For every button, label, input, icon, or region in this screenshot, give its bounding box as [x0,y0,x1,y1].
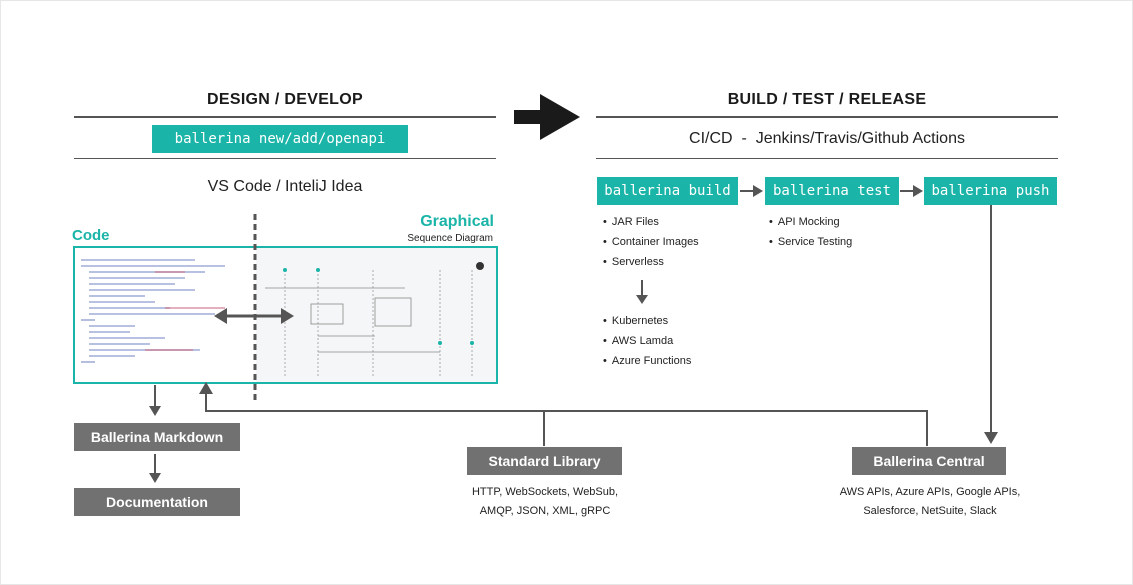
divider [74,158,496,159]
ide-label: VS Code / InteliJ Idea [207,178,363,195]
list-item: Serverless [603,252,699,272]
right-arrow [740,185,763,197]
stdlib-protocols: HTTP, WebSockets, WebSub, AMQP, JSON, XM… [471,486,619,517]
library-feedback-line [205,410,927,412]
list-item: Kubernetes [603,311,691,331]
editor-feedback-connector [205,392,207,412]
down-arrow [149,385,161,416]
down-arrow [984,432,998,444]
graphical-sub-label: Sequence Diagram [407,233,493,244]
divider [74,116,496,118]
ballerina-central-box: Ballerina Central [852,447,1006,475]
push-connector [990,205,992,437]
standard-library-box: Standard Library [467,447,622,475]
divider [596,116,1058,118]
down-arrow [149,454,161,483]
main-flow-arrow [514,94,580,140]
test-command-box: ballerina test [765,177,899,205]
build-outputs-list: JAR Files Container Images Serverless [603,212,699,272]
central-integrations: AWS APIs, Azure APIs, Google APIs, Sales… [839,486,1021,517]
graphical-label: Graphical [420,213,494,230]
dashed-separator [253,214,257,400]
push-command-box: ballerina push [924,177,1057,205]
code-label: Code [72,227,110,244]
deploy-targets-list: Kubernetes AWS Lamda Azure Functions [603,311,691,371]
up-arrow [199,382,213,394]
new-command-box: ballerina new/add/openapi [152,125,408,153]
list-item: JAR Files [603,212,699,232]
list-item: Service Testing [769,232,852,252]
editor-preview [75,248,496,382]
design-develop-heading: DESIGN / DEVELOP [207,91,363,108]
list-item: API Mocking [769,212,852,232]
stdlib-connector [543,410,545,446]
ballerina-markdown-box: Ballerina Markdown [74,423,240,451]
list-item: Container Images [603,232,699,252]
divider [596,158,1058,159]
build-command-box: ballerina build [597,177,738,205]
right-arrow [900,185,923,197]
documentation-box: Documentation [74,488,240,516]
build-test-release-heading: BUILD / TEST / RELEASE [727,91,927,108]
list-item: Azure Functions [603,351,691,371]
list-item: AWS Lamda [603,331,691,351]
central-connector [926,410,928,446]
test-features-list: API Mocking Service Testing [769,212,852,252]
cicd-label: CI/CD - Jenkins/Travis/Github Actions [689,130,965,147]
down-arrow [636,280,648,304]
editor-screenshot [73,246,498,384]
